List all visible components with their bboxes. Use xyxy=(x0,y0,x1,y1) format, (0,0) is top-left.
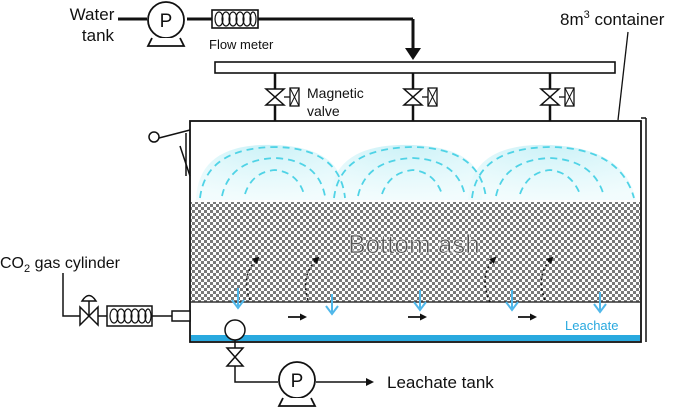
leachate-drain-line xyxy=(224,319,374,386)
water-supply-line xyxy=(118,17,421,60)
leachate-drip-arrows xyxy=(231,288,607,316)
drain-pump-icon: P xyxy=(277,361,317,407)
drain-pump-label: P xyxy=(291,371,304,392)
container-leader-line xyxy=(617,31,629,121)
lid-hinge-icon xyxy=(148,129,191,177)
magnetic-valve-label-line2: valve xyxy=(307,103,340,119)
magnetic-valve-icon xyxy=(402,88,424,106)
supply-pump-icon: P xyxy=(146,1,186,47)
bottom-ash-layer xyxy=(191,202,640,302)
gas-inlet-port xyxy=(171,310,191,322)
magnetic-valve-label-line1: Magnetic xyxy=(307,85,364,101)
container-label-sup: 3 xyxy=(584,9,590,21)
drain-gauge-icon xyxy=(224,319,246,341)
container-label-prefix: 8m xyxy=(560,10,584,29)
flow-meter-label: Flow meter xyxy=(209,37,274,52)
drain-valve-icon xyxy=(225,347,245,367)
magnetic-valve-icon xyxy=(264,88,286,106)
bottom-ash-label: Bottom ash xyxy=(348,229,480,259)
co2-cylinder-label: CO2 gas cylinder xyxy=(0,255,121,275)
distribution-manifold xyxy=(214,61,616,74)
water-tank-label-line1: Water xyxy=(70,5,115,24)
container-label: 8m3 container xyxy=(560,9,665,29)
co2-label-suffix: gas cylinder xyxy=(30,255,120,272)
co2-label-prefix: CO xyxy=(0,255,24,272)
supply-pump-label: P xyxy=(160,11,173,32)
leachate-water xyxy=(191,335,640,341)
water-spray-zone xyxy=(196,144,636,200)
magnetic-valve-icon xyxy=(539,88,561,106)
co2-supply-line xyxy=(62,273,191,327)
leachate-tank-label: Leachate tank xyxy=(387,373,494,392)
gas-flow-arrows xyxy=(245,256,554,303)
water-tank-label-line2: tank xyxy=(82,26,115,45)
container-label-suffix: container xyxy=(590,10,665,29)
leachate-label: Leachate xyxy=(565,318,619,333)
flow-meter-icon xyxy=(211,9,259,29)
co2-label-sub: 2 xyxy=(24,263,30,275)
